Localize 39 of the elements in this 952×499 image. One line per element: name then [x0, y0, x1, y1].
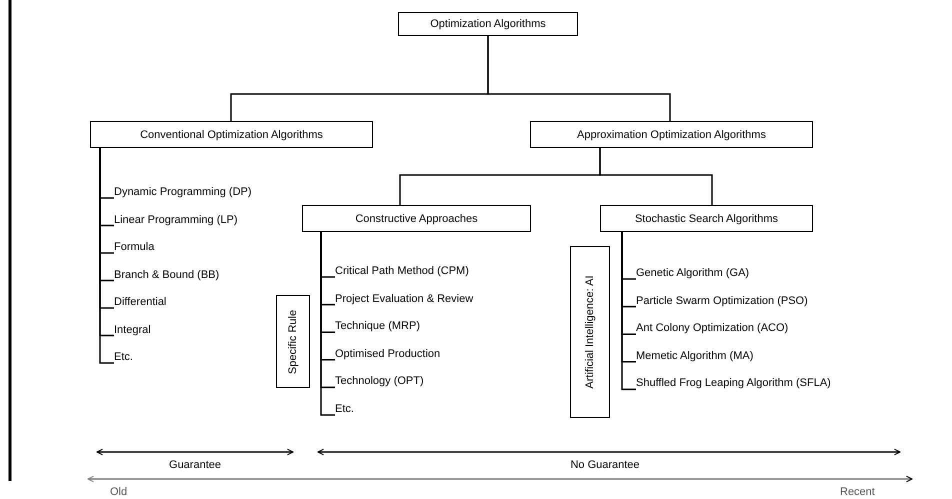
category-box — [302, 205, 531, 232]
algorithm-item: Optimised Production — [335, 348, 440, 360]
algorithm-item: Etc. — [114, 351, 133, 363]
tree-connector — [487, 36, 671, 121]
range-label: Guarantee — [169, 459, 221, 471]
category-title: Conventional Optimization Algorithms — [140, 128, 323, 140]
algorithm-item: Dynamic Programming (DP) — [114, 186, 252, 198]
algorithm-item: Etc. — [335, 403, 354, 415]
vertical-label-box — [570, 246, 610, 418]
tree-connector — [621, 232, 636, 390]
algorithm-item: Linear Programming (LP) — [114, 214, 238, 226]
algorithm-item: Ant Colony Optimization (ACO) — [636, 322, 788, 334]
algorithm-item: Technology (OPT) — [335, 375, 424, 388]
algorithm-item: Shuffled Frog Leaping Algorithm (SFLA) — [636, 377, 831, 390]
range-label: No Guarantee — [570, 459, 640, 471]
tree-connector — [599, 148, 713, 205]
vertical-label: Artificial Intelligence: AI — [584, 275, 596, 389]
algorithm-item: Technique (MRP) — [335, 320, 420, 332]
category-box — [530, 121, 813, 148]
algorithm-item: Integral — [114, 324, 151, 336]
category-box — [600, 205, 813, 232]
category-box — [398, 12, 578, 36]
algorithm-item: Genetic Algorithm (GA) — [636, 267, 750, 279]
algorithm-item: Critical Path Method (CPM) — [335, 265, 469, 277]
category-title: Constructive Approaches — [355, 212, 478, 224]
algorithm-item: Branch & Bound (BB) — [114, 268, 220, 280]
category-title: Optimization Algorithms — [430, 18, 546, 30]
timeline-end-label: Recent — [840, 486, 875, 498]
algorithm-item: Formula — [114, 241, 154, 253]
algorithm-item: Differential — [114, 296, 166, 308]
category-title: Stochastic Search Algorithms — [634, 212, 778, 224]
algorithm-item: Particle Swarm Optimization (PSO) — [636, 294, 808, 307]
timeline-end-label: Old — [110, 486, 128, 498]
algorithm-item: Project Evaluation & Review — [335, 292, 474, 305]
algorithm-item: Memetic Algorithm (MA) — [636, 350, 754, 362]
vertical-label-box — [276, 295, 310, 388]
category-box — [90, 121, 373, 148]
category-title: Approximation Optimization Algorithms — [577, 128, 766, 140]
vertical-label: Specific Rule — [287, 309, 299, 374]
